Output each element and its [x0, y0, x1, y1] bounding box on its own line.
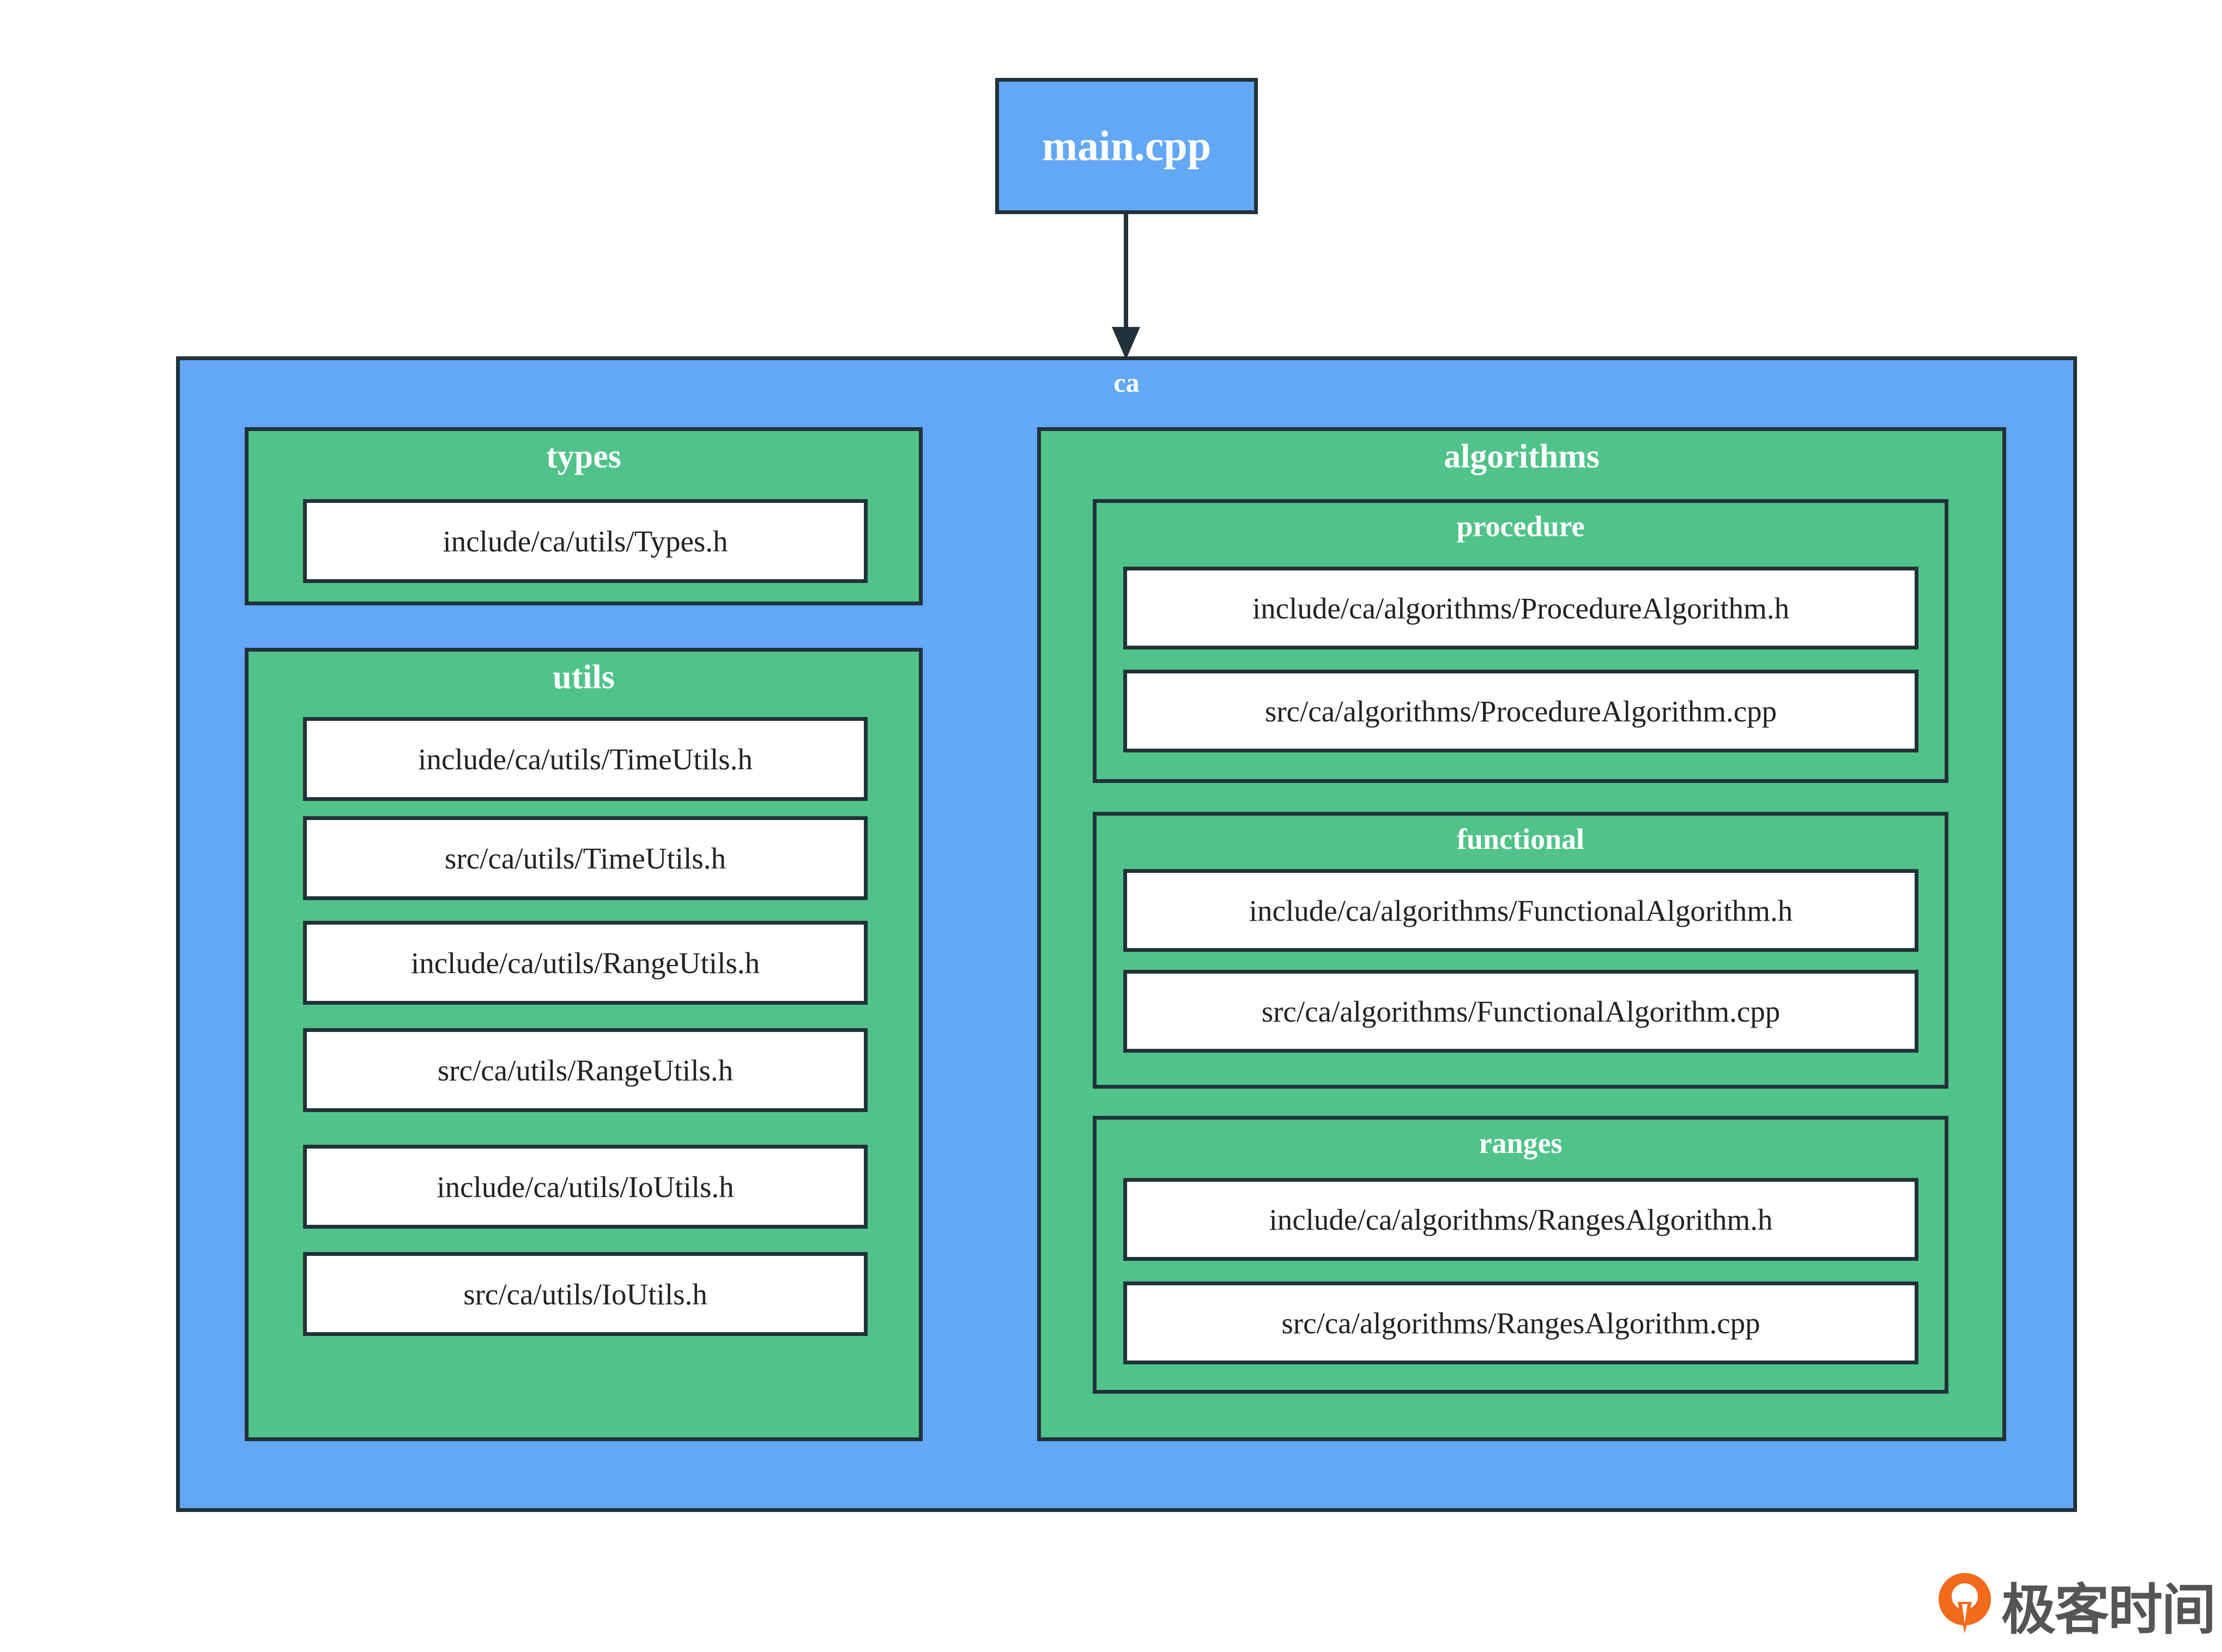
- geektime-logo: 极客时间: [1935, 1564, 2218, 1645]
- algorithms-title: algorithms: [1444, 438, 1600, 475]
- utils-title: utils: [553, 659, 615, 696]
- file-types-h[interactable]: include/ca/utils/Types.h: [303, 499, 868, 583]
- types-title: types: [546, 438, 621, 475]
- ranges-title: ranges: [1479, 1127, 1563, 1159]
- geektime-logo-icon: [1939, 1573, 1991, 1633]
- file-include-rangeutils[interactable]: include/ca/utils/RangeUtils.h: [303, 921, 868, 1005]
- file-include-rangesalgorithm[interactable]: include/ca/algorithms/RangesAlgorithm.h: [1123, 1178, 1918, 1261]
- main-cpp-node[interactable]: main.cpp: [995, 78, 1258, 214]
- file-include-procedurealgorithm[interactable]: include/ca/algorithms/ProcedureAlgorithm…: [1123, 567, 1918, 649]
- functional-title: functional: [1456, 823, 1585, 855]
- file-src-timeutils[interactable]: src/ca/utils/TimeUtils.h: [303, 816, 868, 900]
- file-include-ioutils[interactable]: include/ca/utils/IoUtils.h: [303, 1145, 868, 1229]
- geektime-logo-text: 极客时间: [2001, 1577, 2216, 1642]
- file-include-timeutils[interactable]: include/ca/utils/TimeUtils.h: [303, 717, 868, 801]
- procedure-title: procedure: [1456, 510, 1585, 543]
- file-src-ioutils[interactable]: src/ca/utils/IoUtils.h: [303, 1252, 868, 1336]
- file-src-rangeutils[interactable]: src/ca/utils/RangeUtils.h: [303, 1028, 868, 1112]
- file-src-rangesalgorithm[interactable]: src/ca/algorithms/RangesAlgorithm.cpp: [1123, 1281, 1918, 1364]
- file-src-functionalalgorithm[interactable]: src/ca/algorithms/FunctionalAlgorithm.cp…: [1123, 970, 1918, 1053]
- file-src-procedurealgorithm[interactable]: src/ca/algorithms/ProcedureAlgorithm.cpp: [1123, 670, 1918, 752]
- arrow-head: [1112, 327, 1140, 360]
- ca-title: ca: [1113, 367, 1140, 398]
- file-include-functionalalgorithm[interactable]: include/ca/algorithms/FunctionalAlgorith…: [1123, 869, 1918, 952]
- main-cpp-label: main.cpp: [1042, 122, 1211, 169]
